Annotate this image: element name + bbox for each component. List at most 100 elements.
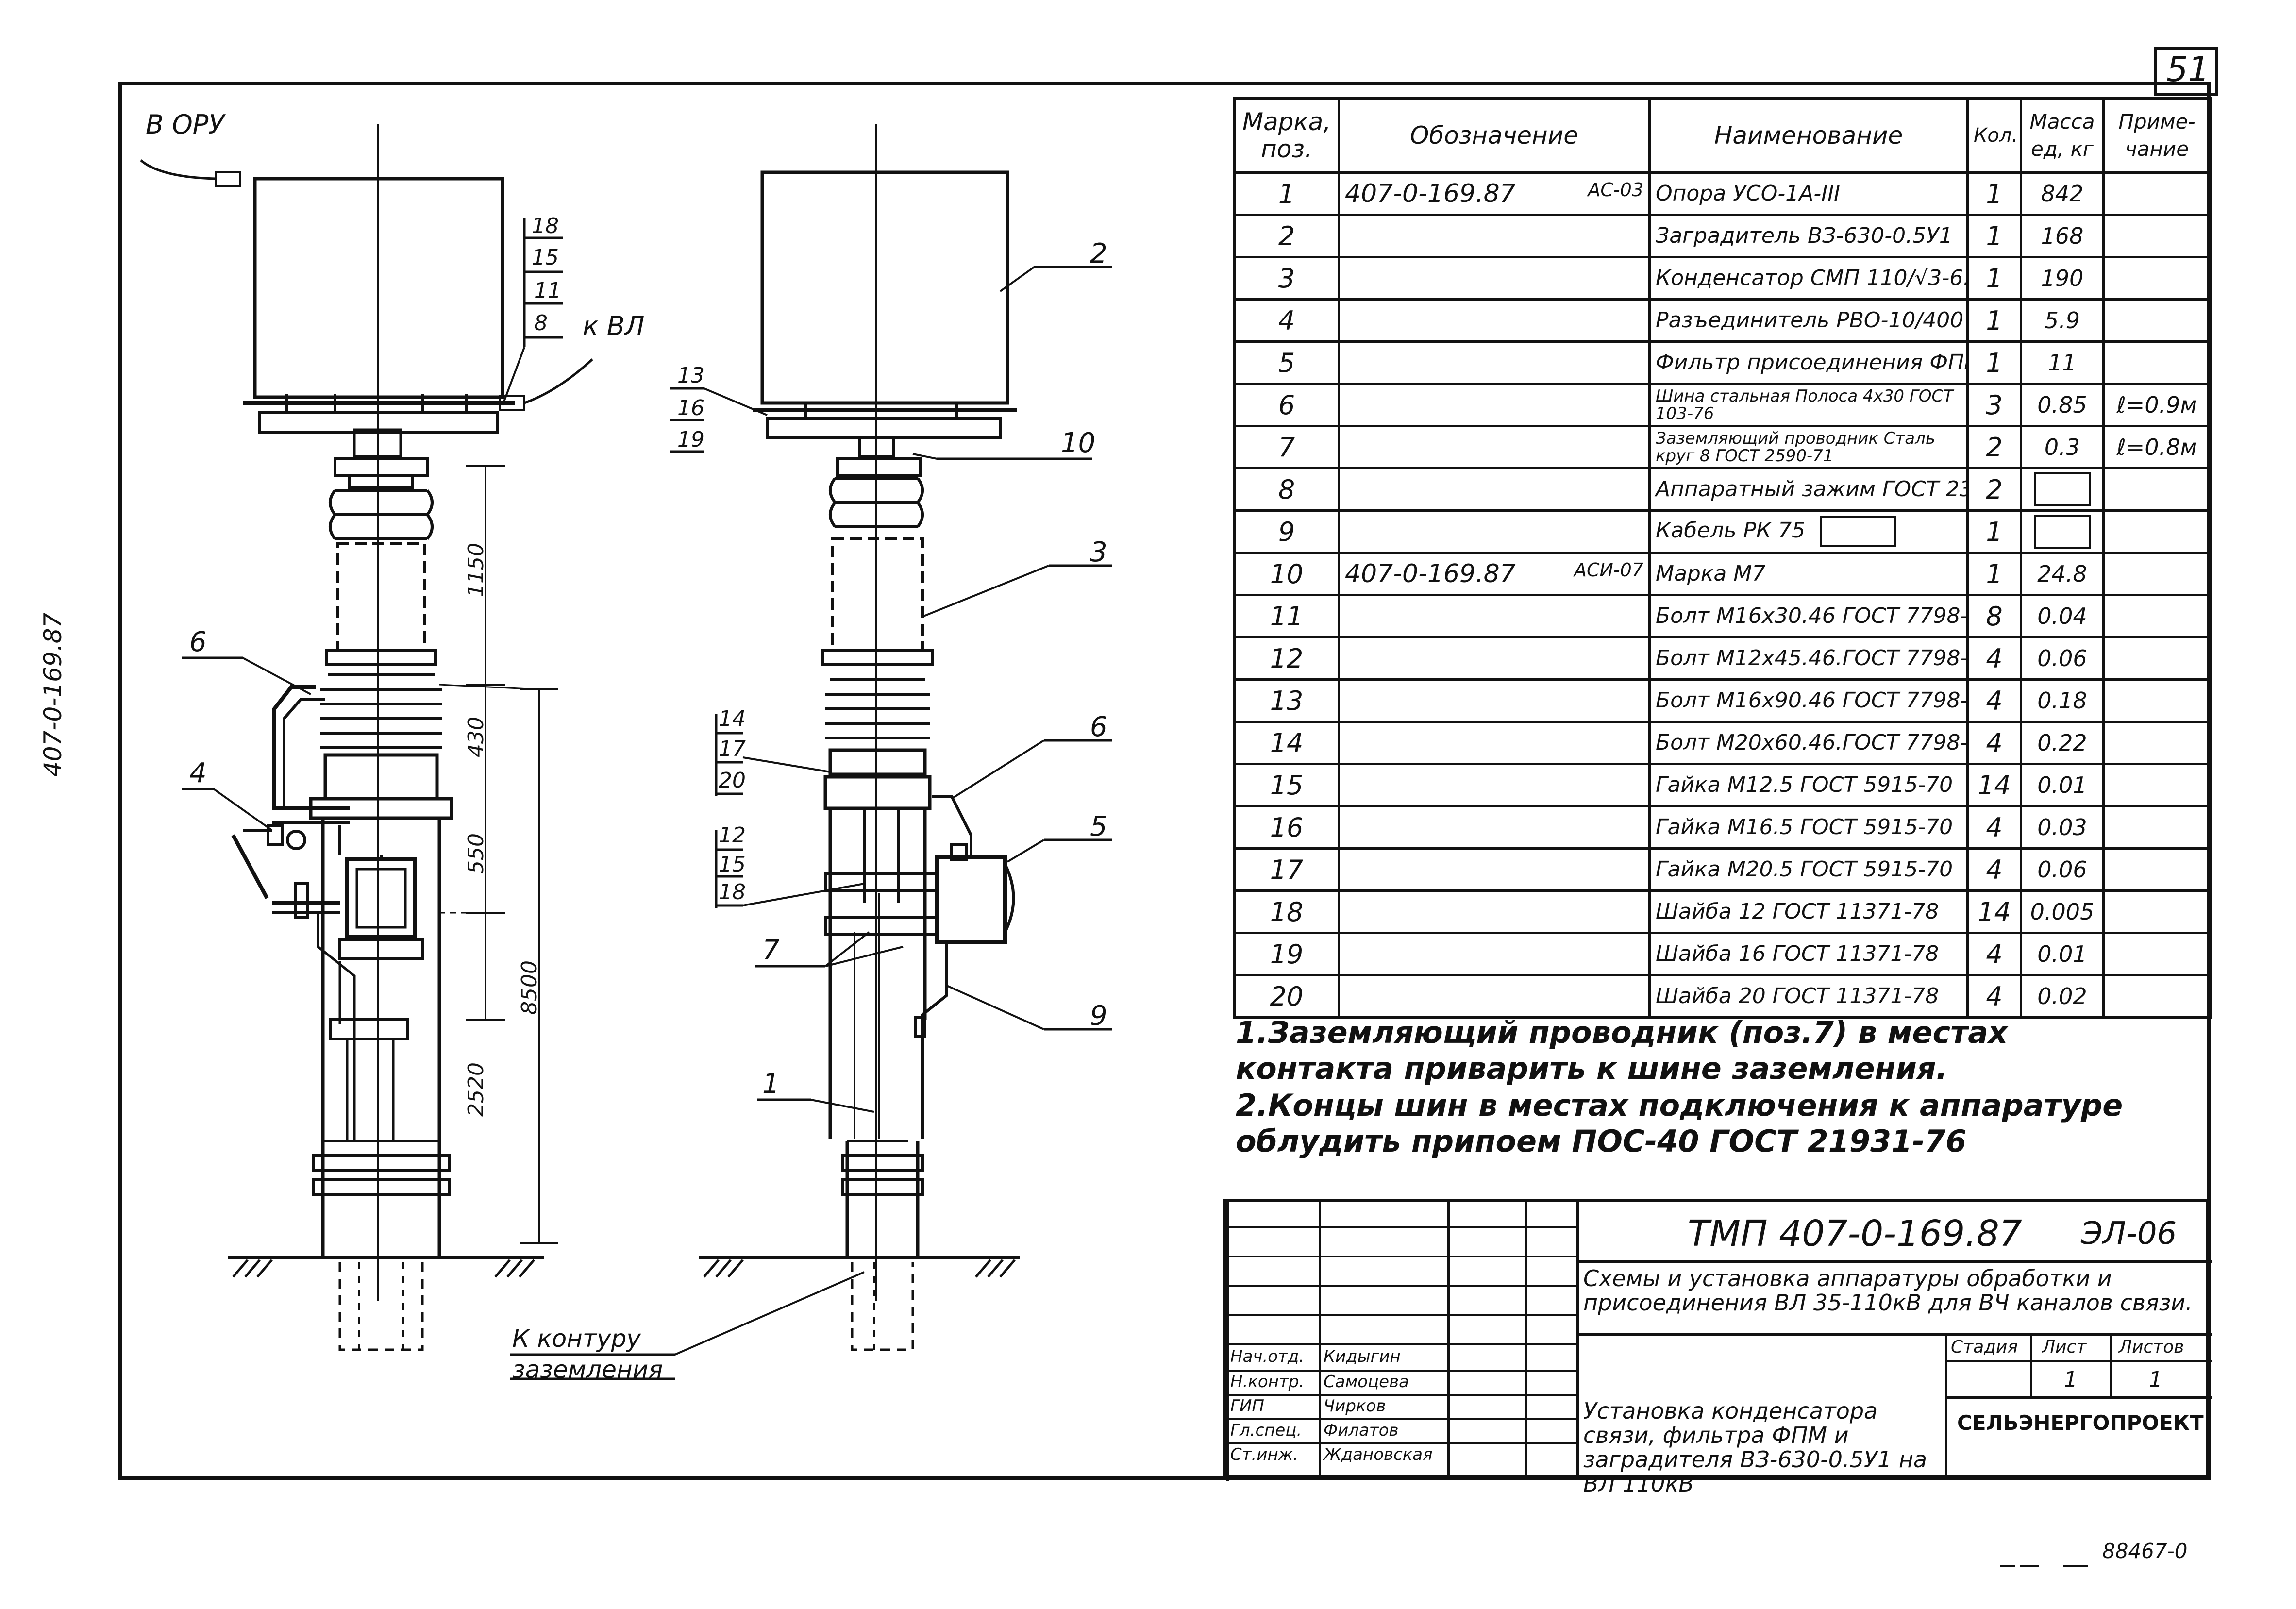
spec-cell-note [2102,974,2212,1019]
spec-cell-pos: 15 [1233,763,1340,807]
empty-mass-box [2033,472,2091,506]
title-block: ТМП 407-0-169.87 ЭЛ-06 Схемы и установка… [1223,1199,2212,1496]
spec-cell-mass-text: 0.01 [2037,941,2087,967]
spec-cell-pos-text: 19 [1270,939,1304,970]
leader-left-8: 8 [534,311,548,335]
spec-designation: 407-0-169.87 [1345,559,1516,588]
spec-cell-designation [1338,932,1651,976]
spec-cell-note [2102,467,2212,512]
spec-cell-name: Заградитель ВЗ-630-0.5У1 [1648,214,1969,258]
spec-cell-pos-text: 14 [1270,727,1304,758]
dim-430: 430 [464,717,488,757]
spec-cell-name: Гайка М20.5 ГОСТ 5915-70 [1648,847,1969,892]
spec-code: АСИ-07 [1574,559,1643,581]
left-elevation-view [140,124,675,1380]
spec-cell-qty: 1 [1966,214,2022,258]
leader-right-12: 12 [719,823,746,848]
spec-cell-qty: 4 [1966,974,2022,1019]
dim-8500: 8500 [517,960,542,1015]
spec-cell-pos-text: 20 [1270,981,1304,1012]
spec-cell-qty-text: 1 [1986,263,2003,294]
spec-cell-pos-text: 10 [1270,558,1304,589]
spec-cell-name: Болт М16х90.46 ГОСТ 7798-70 [1648,678,1969,723]
spec-cell-note: ℓ=0.9м [2102,383,2212,427]
spec-cell-mass-text: 0.02 [2037,983,2087,1009]
spec-cell-designation [1338,636,1651,681]
spec-cell-name: Опора УСО-1А-III [1648,171,1969,216]
spec-cell-note [2102,847,2212,892]
label-vl: к ВЛ [583,311,645,341]
spec-cell-qty: 4 [1966,721,2022,765]
spec-cell-pos-text: 3 [1278,263,1295,294]
spec-cell-qty: 14 [1966,763,2022,807]
spec-cell-name-text: Гайка М20.5 ГОСТ 5915-70 [1656,857,1953,882]
spec-cell-name: Шина стальная Полоса 4х30 ГОСТ 103-76 [1648,383,1969,427]
leader-right-19: 19 [677,427,704,452]
leader-right-10: 10 [1061,427,1096,459]
spec-cell-designation [1338,509,1651,554]
stage-label: Стадия [1951,1337,2018,1357]
spec-cell-qty-text: 1 [1986,305,2003,336]
spec-cell-mass-text: 0.005 [2030,899,2095,925]
sheets-label: Листов [2119,1337,2184,1357]
leader-right-13: 13 [677,363,704,388]
spec-cell-pos-text: 11 [1270,601,1304,632]
spec-cell-note [2102,889,2212,934]
spec-cell-qty: 14 [1966,889,2022,934]
spec-cell-pos-text: 8 [1278,474,1295,505]
spec-cell-mass-text: 0.85 [2037,392,2087,418]
header-note: Приме- чание [2102,97,2212,174]
spec-cell-mass-text: 5.9 [2044,307,2080,334]
spec-cell-name-text: Болт М16х30.46 ГОСТ 7798-70 [1656,603,1968,628]
spec-cell-note [2102,340,2212,385]
spec-cell-note [2102,298,2212,343]
leader-right-2: 2 [1090,238,1107,269]
spec-cell-name-text: Марка М7 [1656,561,1766,586]
spec-cell-name-text: Болт М20х60.46.ГОСТ 7798-70 [1656,730,1968,755]
spec-cell-mass [2020,467,2105,512]
spec-cell-qty: 8 [1966,594,2022,638]
spec-cell-name-text: Опора УСО-1А-III [1656,181,1841,206]
signature-name: Кидыгин [1324,1347,1401,1366]
spec-cell-name-text: Разъединитель РВО-10/400 У3 [1656,308,1968,333]
spec-cell-pos-text: 9 [1278,516,1295,547]
spec-cell-qty: 1 [1966,552,2022,596]
spec-cell-mass: 0.22 [2020,721,2105,765]
bottom-code: 88467-0 [2102,1539,2188,1563]
spec-cell-name: Болт М16х30.46 ГОСТ 7798-70 [1648,594,1969,638]
spec-cell-qty-text: 1 [1986,178,2003,209]
spec-cell-name-text: Шина стальная Полоса 4х30 ГОСТ 103-76 [1656,386,1954,423]
spec-cell-qty: 1 [1966,256,2022,301]
leader-right-1: 1 [762,1068,780,1100]
spec-cell-qty: 4 [1966,932,2022,976]
spec-cell-qty: 1 [1966,509,2022,554]
spec-cell-note [2102,171,2212,216]
leader-left-6: 6 [189,626,207,658]
spec-cell-mass: 190 [2020,256,2105,301]
spec-cell-designation: 407-0-169.87 АСИ-07 [1338,552,1651,596]
spec-cell-mass-text: 190 [2041,265,2084,291]
spec-cell-mass: 842 [2020,171,2105,216]
spec-cell-mass-text: 0.22 [2037,730,2087,756]
header-name: Наименование [1648,97,1969,174]
spec-row: 14 Болт М20х60.46.ГОСТ 7798-70 4 0.22 [1233,721,2212,765]
spec-cell-mass-text: 24.8 [2037,561,2087,587]
spec-cell-designation [1338,467,1651,512]
spec-cell-qty-text: 4 [1986,727,2003,758]
spec-cell-designation [1338,298,1651,343]
spec-cell-pos-text: 16 [1270,812,1304,843]
spec-cell-mass: 0.06 [2020,636,2105,681]
spec-cell-pos-text: 1 [1278,178,1295,209]
spec-cell-pos: 8 [1233,467,1340,512]
spec-cell-mass: 0.04 [2020,594,2105,638]
leader-right-14: 14 [719,706,746,731]
spec-cell-pos: 5 [1233,340,1340,385]
dim-550: 550 [464,833,488,874]
